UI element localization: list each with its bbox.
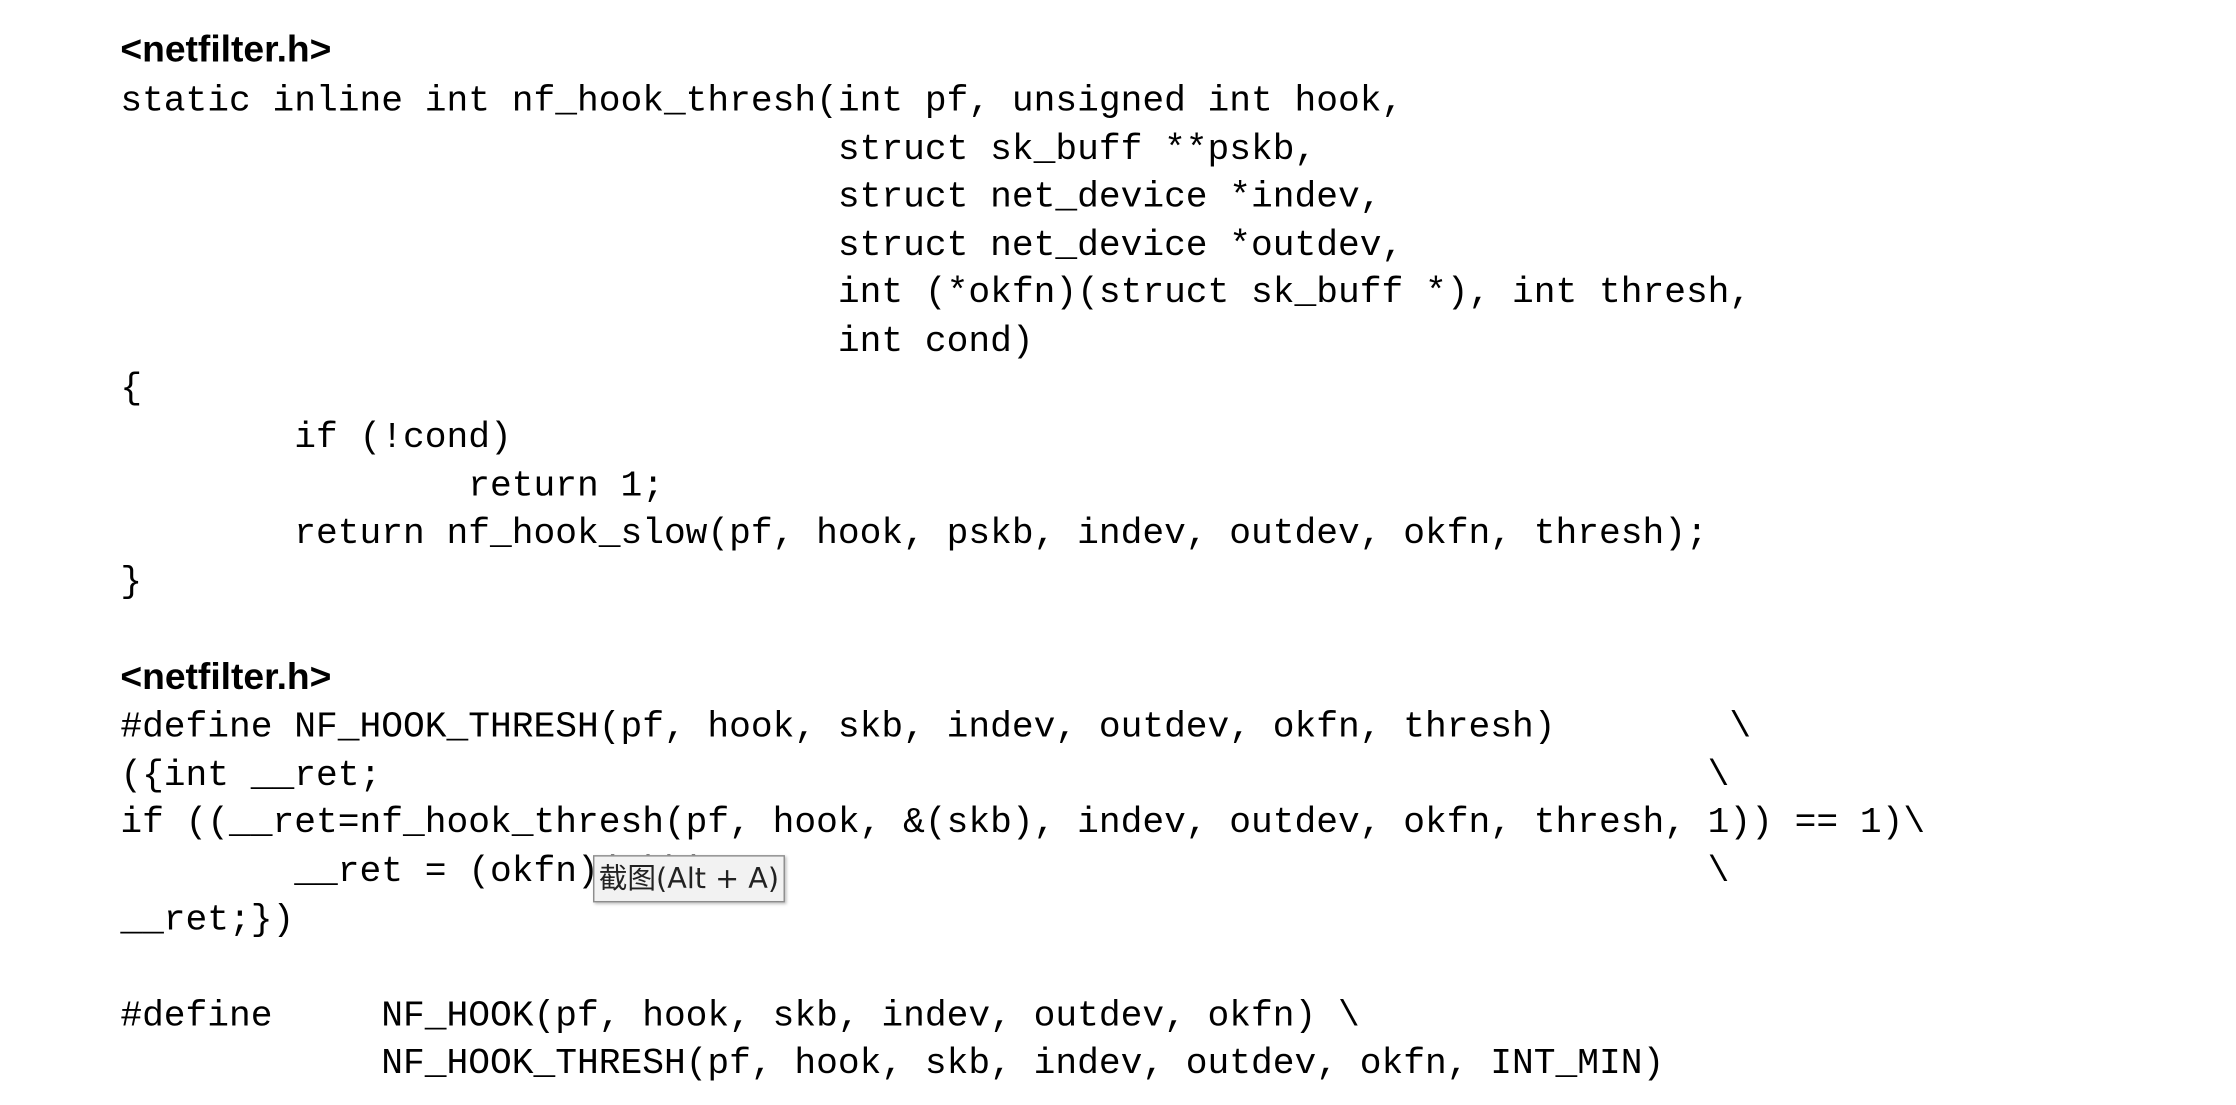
code-line: NF_HOOK_THRESH(pf, hook, skb, indev, out… <box>120 1042 1665 1085</box>
code-line: static inline int nf_hook_thresh(int pf,… <box>120 80 1404 122</box>
code-line: struct net_device *outdev, <box>120 224 1404 267</box>
code-line: if ((__ret=nf_hook_thresh(pf, hook, &(sk… <box>120 802 1926 844</box>
code-line: __ret = (okfn)(skb); \ <box>120 850 1730 893</box>
code-line: #define NF_HOOK_THRESH(pf, hook, skb, in… <box>120 706 1752 748</box>
code-line: return nf_hook_slow(pf, hook, pskb, inde… <box>120 512 1708 555</box>
code-line: struct net_device *indev, <box>120 176 1382 218</box>
code-line: int cond) <box>120 320 1034 363</box>
code-line: if (!cond) <box>120 416 512 459</box>
code-line: } <box>120 561 143 604</box>
code-line: __ret;}) <box>120 899 295 942</box>
code-line: #define NF_HOOK(pf, hook, skb, indev, ou… <box>120 995 1360 1038</box>
code-line: return 1; <box>120 465 664 508</box>
screenshot-tooltip: 截图(Alt + A) <box>593 855 785 903</box>
code-line: int (*okfn)(struct sk_buff *), int thres… <box>120 272 1752 314</box>
code-line: { <box>120 368 143 410</box>
code-line: struct sk_buff **pskb, <box>120 128 1317 171</box>
code-line: ({int __ret; \ <box>120 754 1730 797</box>
section-heading-2: <netfilter.h> <box>120 654 332 698</box>
section-heading-1: <netfilter.h> <box>120 27 332 71</box>
